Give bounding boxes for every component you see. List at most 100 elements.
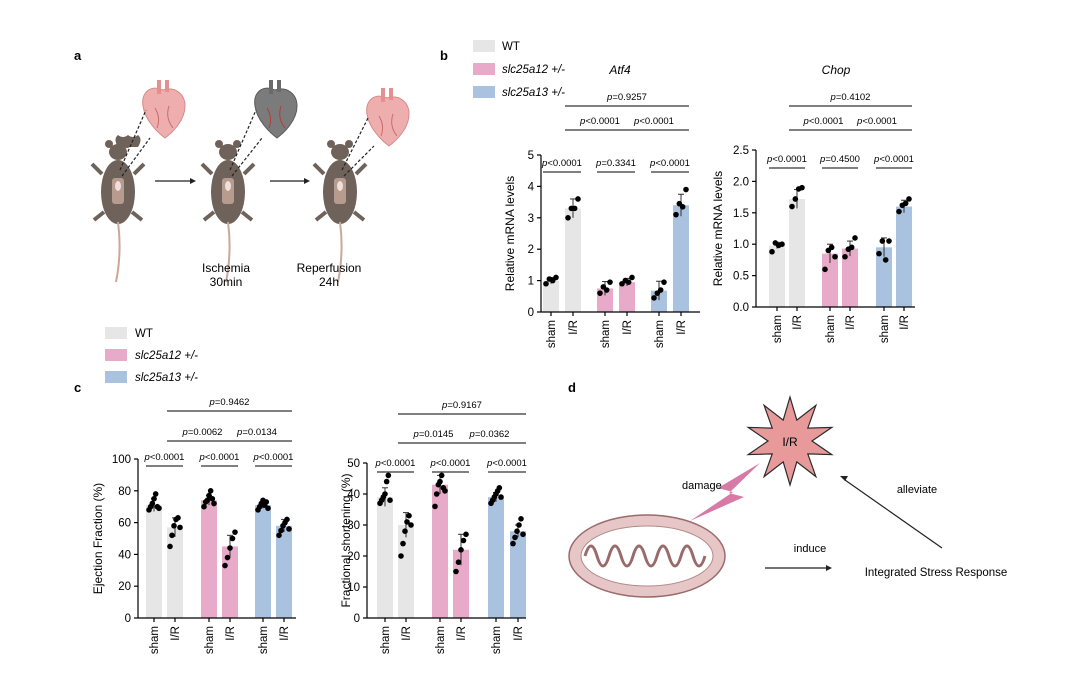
data-point: [201, 503, 207, 510]
data-point: [207, 488, 214, 494]
y-axis-label: Relative mRNA levels: [503, 176, 517, 291]
x-tick-label: I/R: [170, 626, 182, 641]
mouse-head-icon: [109, 144, 127, 160]
bar: [488, 497, 504, 618]
p-value-label: p=0.9167: [441, 400, 482, 411]
data-point: [565, 215, 571, 221]
burst-icon: I/R: [746, 394, 834, 488]
y-tick-label: 0: [125, 613, 131, 625]
data-point: [458, 547, 464, 553]
data-point: [876, 250, 882, 257]
data-point: [382, 491, 388, 497]
data-point: [597, 290, 603, 296]
y-tick-label: 2.0: [733, 176, 749, 188]
x-tick-label: I/R: [568, 320, 580, 335]
p-value-label: p=0.4500: [819, 154, 860, 165]
x-tick-label: sham: [435, 626, 447, 654]
y-tick-label: 30: [347, 520, 360, 532]
legend-swatch-slc25a13: [473, 86, 495, 98]
data-point: [510, 540, 516, 547]
p-value-label: p=0.9462: [209, 397, 250, 408]
y-tick-label: 20: [347, 551, 360, 563]
data-point: [543, 280, 549, 287]
legend-swatch-wt: [105, 327, 127, 339]
x-tick-label: sham: [600, 320, 612, 348]
data-point: [224, 554, 231, 561]
data-point: [625, 279, 632, 285]
bar: [398, 525, 414, 618]
data-point: [453, 568, 459, 575]
x-tick-label: sham: [825, 315, 837, 343]
y-tick-label: 0.5: [733, 271, 749, 283]
panel-d-letter: d: [568, 380, 576, 395]
data-point: [387, 497, 393, 504]
data-point: [211, 500, 217, 507]
data-point: [232, 529, 238, 535]
data-point: [175, 515, 181, 521]
data-point: [263, 499, 270, 505]
x-tick-label: sham: [149, 626, 161, 654]
y-tick-label: 80: [118, 486, 131, 498]
data-point: [402, 528, 408, 534]
arrow-right-icon: [270, 178, 310, 184]
panel-a-letter: a: [74, 48, 82, 63]
data-point: [167, 543, 173, 550]
data-point: [286, 526, 292, 532]
x-tick-label: I/R: [225, 626, 237, 641]
data-point: [442, 488, 448, 494]
data-point: [518, 516, 524, 522]
chart-fractional-shortening: Fractional shortening (%)01020304050sham…: [339, 400, 527, 654]
legend-label-slc25a13: slc25a13 +/-: [135, 372, 198, 384]
x-tick-label: I/R: [676, 320, 688, 335]
bar: [432, 484, 448, 618]
data-point: [822, 266, 828, 273]
data-point: [673, 211, 679, 218]
bar: [876, 247, 892, 307]
data-point: [278, 527, 284, 534]
y-tick-label: 1.0: [733, 239, 749, 251]
data-point: [832, 253, 838, 260]
data-point: [571, 205, 578, 212]
reperfusion-duration-label: 24h: [319, 275, 339, 289]
y-tick-label: 2.5: [733, 145, 749, 157]
x-tick-label: sham: [491, 626, 503, 654]
bar: [842, 248, 858, 307]
data-point: [657, 287, 664, 293]
x-tick-label: sham: [204, 626, 216, 654]
bar: [896, 206, 912, 307]
legend-swatch-slc25a12: [105, 349, 127, 361]
data-point: [265, 505, 271, 512]
data-point: [408, 522, 414, 528]
alleviate-label: alleviate: [897, 484, 937, 496]
data-point: [204, 497, 211, 504]
data-point: [432, 503, 438, 510]
data-point: [276, 532, 282, 539]
chart-title: Atf4: [608, 63, 631, 77]
data-point: [496, 485, 503, 491]
p-value-label: p<0.0001: [486, 458, 527, 469]
panel-a-schematic: Ischemia 30min Reperfusion 24h: [90, 80, 410, 289]
data-point: [438, 472, 445, 479]
bar: [769, 245, 785, 307]
data-point: [852, 235, 858, 241]
p-value-label: p<0.0001: [144, 452, 185, 463]
legend-c: WT slc25a12 +/- slc25a13 +/-: [105, 327, 198, 384]
data-point: [789, 203, 795, 210]
x-tick-label: sham: [654, 320, 666, 348]
data-point: [842, 253, 848, 260]
legend-swatch-wt: [473, 40, 495, 52]
heart-ischemic-icon: [254, 80, 298, 139]
bar: [167, 527, 183, 618]
data-point: [149, 500, 156, 507]
bar: [255, 505, 271, 618]
reperfusion-label: Reperfusion: [297, 261, 362, 275]
data-point: [383, 478, 390, 485]
y-axis-label: Ejection Fraction (%): [91, 483, 105, 594]
data-point: [792, 196, 799, 202]
y-tick-label: 2: [528, 244, 534, 256]
x-tick-label: I/R: [899, 315, 911, 330]
data-point: [661, 279, 667, 285]
